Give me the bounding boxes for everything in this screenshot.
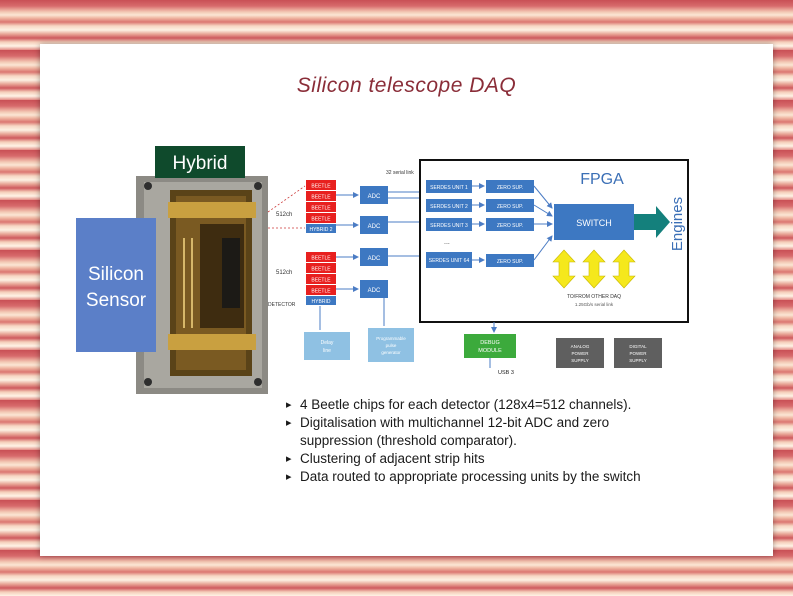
beetle-chip [306, 252, 336, 262]
delay-line-line2: line [323, 348, 331, 354]
bullet-list: 4 Beetle chips for each detector (128x4=… [286, 396, 666, 486]
analog-line2: POWER [571, 351, 589, 356]
daq-diagram: Hybrid Silicon Sensor 512ch 512ch DETECT… [76, 146, 689, 394]
bullet-item: 4 Beetle chips for each detector (128x4=… [286, 396, 666, 414]
switch-label: SWITCH [576, 218, 612, 228]
beetle-chip [306, 213, 336, 223]
beetle-chip-label: BEETLE [311, 184, 331, 190]
zero-sup-label: ZERO SUP. [497, 223, 523, 229]
yellow-double-arrows [552, 249, 636, 289]
debug-module-line2: MODULE [478, 348, 502, 354]
zero-sup-label: ZERO SUP. [497, 185, 523, 191]
bullet-item: Digitalisation with multichannel 12-bit … [286, 414, 666, 450]
debug-module-line1: DEBUG [480, 340, 500, 346]
digital-line1: DIGITAL [629, 344, 647, 349]
engines-arrow [634, 206, 670, 238]
serdes-unit-label: SERDES UNIT 3 [430, 223, 468, 229]
to-from-label: TO/FROM OTHER DAQ [567, 294, 621, 300]
sensor-label-box: Silicon Sensor [76, 218, 156, 352]
pulse-gen-line2: pulse [386, 343, 397, 348]
serdes-unit-label: SERDES UNIT 64 [429, 258, 470, 264]
daq-figure: Hybrid Silicon Sensor 512ch 512ch DETECT… [72, 128, 697, 502]
beetle-chip [306, 191, 336, 201]
sensor-label-line2: Sensor [86, 290, 147, 311]
channels-bottom-label: 512ch [276, 270, 292, 276]
beetle-chip-label: BEETLE [311, 289, 331, 295]
digital-line3: SUPPLY [629, 358, 646, 363]
adc-label: ADC [368, 194, 381, 200]
beetle-chip-label: BEETLE [311, 206, 331, 212]
serdes-unit-label: SERDES UNIT 2 [430, 204, 468, 210]
beetle-chip [306, 202, 336, 212]
bullet-item: Data routed to appropriate processing un… [286, 468, 666, 486]
digital-line2: POWER [629, 351, 647, 356]
serdes-unit-label: SERDES UNIT 1 [430, 185, 468, 191]
switch-box [554, 204, 634, 240]
ellipsis: ... [444, 239, 450, 246]
delay-line-box: Delay line [304, 306, 350, 360]
analog-line1: ANALOG [571, 344, 590, 349]
digital-power-supply: DIGITAL POWER SUPPLY [614, 338, 662, 368]
delay-line-line1: Delay [321, 340, 334, 346]
sensor-label-line1: Silicon [88, 264, 144, 285]
beetle-chip [306, 263, 336, 273]
adc-label: ADC [368, 256, 381, 262]
detector-label: DETECTOR [268, 302, 296, 308]
fpga-title: FPGA [580, 171, 624, 188]
slide-title: Silicon telescope DAQ [296, 74, 517, 97]
beetle-chip-label: BEETLE [311, 217, 331, 223]
beetle-chip [306, 180, 336, 190]
serial-link-label: 32 serial link [386, 170, 414, 176]
usb-label: USB 3 [498, 370, 514, 376]
bullet-item: Clustering of adjacent strip hits [286, 450, 666, 468]
adc-label: ADC [368, 288, 381, 294]
hybrid-name: HYBRID [312, 299, 331, 305]
hybrid-board-photo [136, 176, 268, 394]
beetle-chip-label: BEETLE [311, 267, 331, 273]
fpga-block: FPGA SERDES UNIT 1 ZERO SUP. SERDES UNIT… [419, 159, 689, 323]
pulse-gen-line3: generator [381, 350, 401, 355]
beetle-chip [306, 274, 336, 284]
beetle-chip-label: BEETLE [311, 256, 331, 262]
analog-line3: SUPPLY [571, 358, 588, 363]
zero-sup-label: ZERO SUP. [497, 259, 523, 265]
beetle-chip [306, 285, 336, 295]
pulse-generator-box: Programmable pulse generator [368, 298, 414, 362]
beetle-chip-label: BEETLE [311, 195, 331, 201]
zero-sup-label: ZERO SUP. [497, 204, 523, 210]
hybrid-name: HYBRID 2 [309, 227, 332, 233]
adc-label: ADC [368, 224, 381, 230]
hybrid2-block: BEETLE BEETLE BEETLE BEETLE HYBRID 2 ADC… [306, 180, 388, 234]
hybrid-label-box: Hybrid [155, 146, 245, 178]
analog-power-supply: ANALOG POWER SUPPLY [556, 338, 604, 368]
hybrid-label-bg [155, 146, 245, 178]
pulse-gen-line1: Programmable [376, 336, 406, 341]
slide: Silicon telescope DAQ [40, 44, 773, 556]
beetle-chip-label: BEETLE [311, 278, 331, 284]
hybrid-label: Hybrid [173, 153, 228, 174]
link-note: 1.25Gb/s serial link [575, 302, 614, 307]
channels-top-label: 512ch [276, 212, 292, 218]
hybrid1-block: BEETLE BEETLE BEETLE BEETLE HYBRID ADC A… [306, 248, 388, 305]
debug-module: DEBUG MODULE USB 3 [464, 322, 516, 376]
engines-label: Engines [669, 197, 686, 251]
